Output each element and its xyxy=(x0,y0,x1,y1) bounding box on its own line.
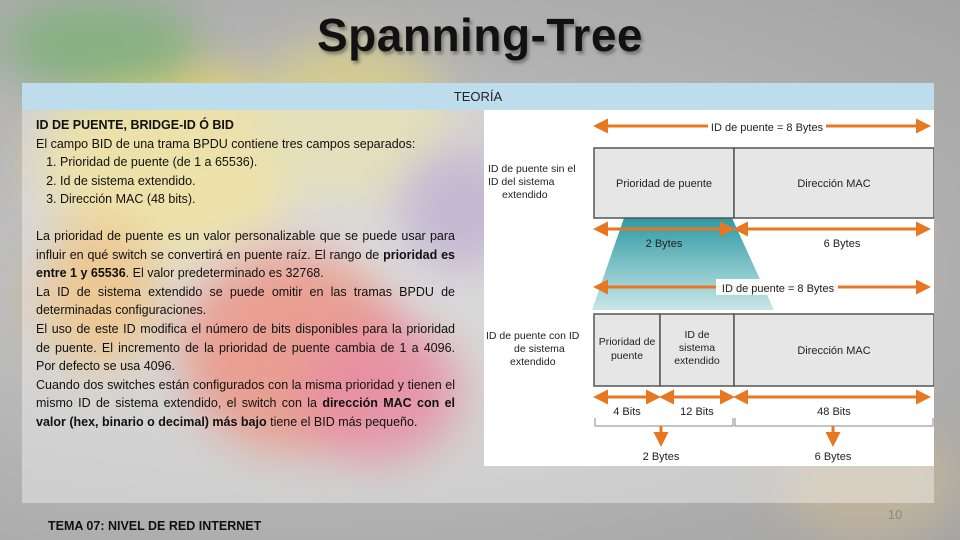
dim-bits-label: 48 Bits xyxy=(817,406,851,418)
dim-bits-label: 12 Bits xyxy=(680,406,714,418)
list-item: Prioridad de puente (de 1 a 65536). xyxy=(60,153,455,172)
row2-extended-id-cell xyxy=(659,313,735,387)
bits-paragraph: El uso de este ID modifica el número de … xyxy=(36,321,455,374)
priority-paragraph: La prioridad de puente es un valor perso… xyxy=(36,228,455,281)
mac-paragraph: Cuando dos switches están configurados c… xyxy=(36,377,456,429)
funnel-shape xyxy=(592,218,774,310)
row1-label-line: ID del sistema xyxy=(488,176,555,188)
row2-label-line: extendido xyxy=(510,356,556,368)
row2-label-line: de sistema xyxy=(514,343,565,355)
mid-arrow-label: ID de puente = 8 Bytes xyxy=(722,283,835,295)
row2-cell2-text: ID de xyxy=(684,329,709,341)
row2-cell2-text: extendido xyxy=(674,355,720,367)
extended-id-paragraph: La ID de sistema extendido se puede omit… xyxy=(36,284,455,318)
bottom-bytes-label: 6 Bytes xyxy=(815,451,852,463)
footer-topic: TEMA 07: NIVEL DE RED INTERNET xyxy=(48,519,262,533)
row1-cell1-text: Prioridad de puente xyxy=(616,178,712,190)
bid-diagram: ID de puente = 8 Bytes ID de puente sin … xyxy=(484,110,935,466)
bottom-bytes-label: 2 Bytes xyxy=(643,451,680,463)
section-band: TEORÍA xyxy=(22,83,934,110)
row1-dim1-label: 2 Bytes xyxy=(646,238,683,250)
row1-label-line: ID de puente sin el xyxy=(488,163,576,175)
row2-cell1-text: puente xyxy=(611,350,643,362)
dim-bits-label: 4 Bits xyxy=(613,406,641,418)
list-item: Dirección MAC (48 bits). xyxy=(60,190,455,209)
top-arrow-label: ID de puente = 8 Bytes xyxy=(711,122,824,134)
bid-fields-list: Prioridad de puente (de 1 a 65536). Id d… xyxy=(36,153,455,209)
row2-mac-cell xyxy=(733,313,935,387)
slide-title: Spanning-Tree xyxy=(317,9,643,61)
row1-cell2-text: Dirección MAC xyxy=(797,178,870,190)
row1-label-line: extendido xyxy=(502,189,548,201)
row1-dim2-label: 6 Bytes xyxy=(824,238,861,250)
body-text: ID DE PUENTE, BRIDGE-ID Ó BID El campo B… xyxy=(36,116,455,432)
list-item: Id de sistema extendido. xyxy=(60,172,455,191)
bracket-2bytes xyxy=(594,418,734,427)
row2-cell3-text: Dirección MAC xyxy=(797,345,870,357)
row2-label-line: ID de puente con ID xyxy=(486,330,580,342)
row1-priority-cell xyxy=(593,147,735,219)
content-heading: ID DE PUENTE, BRIDGE-ID Ó BID xyxy=(36,118,234,132)
intro-paragraph: El campo BID de una trama BPDU contiene … xyxy=(36,136,416,151)
row2-cell2-text: sistema xyxy=(679,342,715,354)
page-number: 10 xyxy=(887,507,903,522)
row2-cell1-text: Prioridad de xyxy=(599,336,656,348)
bracket-6bytes xyxy=(734,418,934,427)
row1-mac-cell xyxy=(733,147,935,219)
